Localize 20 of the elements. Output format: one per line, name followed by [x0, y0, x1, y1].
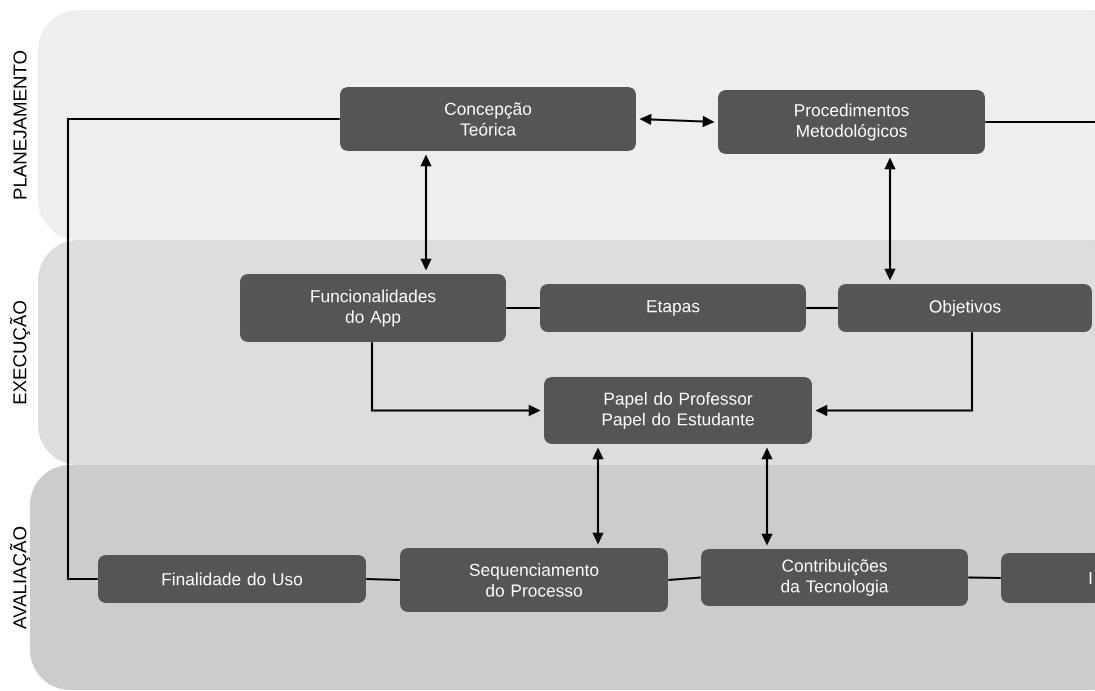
connector-line [506, 306, 540, 310]
process-box: Concepção Teórica [340, 87, 636, 151]
process-box: Objetivos [838, 284, 1092, 332]
process-box: I [1001, 553, 1095, 603]
connector-line [668, 576, 701, 582]
process-box: Papel do Professor Papel do Estudante [544, 377, 812, 444]
process-box: Sequenciamento do Processo [400, 548, 668, 612]
process-box: Funcionalidades do App [240, 274, 506, 342]
stage-label: AVALIAÇÃO [9, 526, 31, 629]
connector-line [968, 576, 1001, 580]
stage-label: PLANEJAMENTO [13, 50, 27, 199]
stage-label: EXECUÇÃO [9, 301, 31, 404]
process-box: Contribuições da Tecnologia [701, 549, 968, 606]
process-box: Procedimentos Metodológicos [718, 90, 985, 154]
process-box: Finalidade do Uso [98, 555, 366, 603]
connector-line [985, 120, 1095, 124]
connector-line [806, 306, 838, 310]
connector-line [66, 117, 340, 581]
connector-line [366, 577, 400, 582]
process-box: Etapas [540, 284, 806, 332]
